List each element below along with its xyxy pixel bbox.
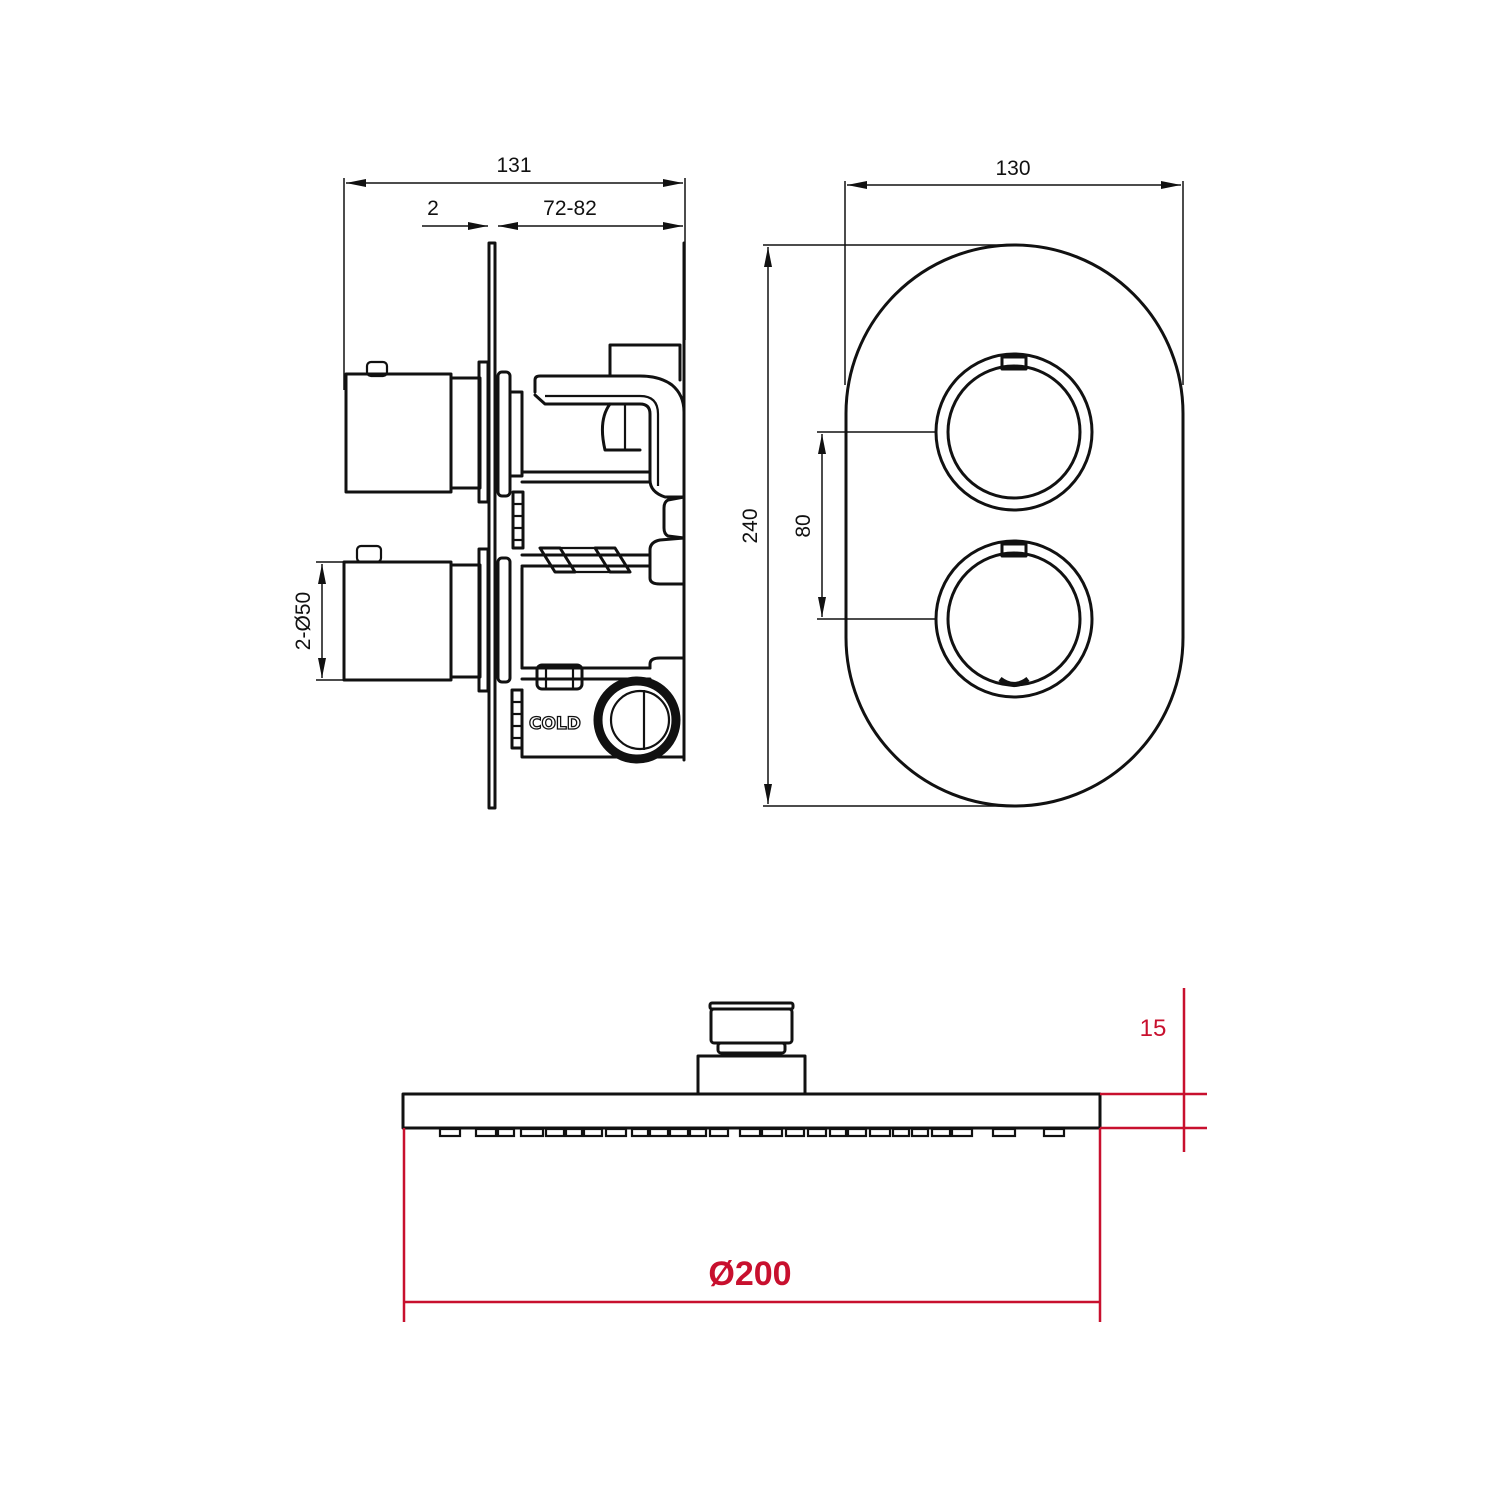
dim-handle-spacing: 80 — [792, 431, 935, 620]
lower-handle — [342, 544, 512, 693]
upper-handle — [344, 360, 524, 504]
wall-plate — [487, 241, 497, 810]
dim-2-o50-label: 2-Ø50 — [292, 592, 315, 650]
dim-thickness: 15 — [1100, 988, 1207, 1152]
dim-130-label: 130 — [995, 157, 1030, 180]
dim-o200-label: Ø200 — [708, 1255, 791, 1293]
front-view: 130 240 80 — [739, 157, 1185, 808]
dim-plate-depth: 2 72-82 — [422, 197, 683, 230]
dim-overall-width: 131 — [343, 154, 686, 390]
cold-inlet-label: COLD — [529, 714, 581, 734]
dim-width: 130 — [844, 157, 1184, 385]
trim-plate — [844, 243, 1185, 808]
shower-head: Ø200 15 — [401, 988, 1207, 1322]
dim-height: 240 — [739, 244, 1014, 807]
dim-131-label: 131 — [496, 154, 531, 177]
dim-diameter: Ø200 — [402, 1128, 1102, 1322]
dim-2-label: 2 — [427, 197, 439, 220]
upper-handle-ring — [934, 352, 1094, 512]
nozzle-row — [438, 1127, 1066, 1138]
side-view: 131 2 72-82 — [292, 154, 686, 810]
dim-80-label: 80 — [792, 514, 815, 537]
lower-handle-ring — [934, 539, 1094, 699]
dim-handle-diameter: 2-Ø50 — [292, 561, 344, 681]
dim-15-label: 15 — [1140, 1015, 1167, 1042]
valve-body: COLD — [510, 241, 686, 764]
dim-72-82-label: 72-82 — [543, 197, 597, 220]
dim-240-label: 240 — [739, 508, 762, 543]
